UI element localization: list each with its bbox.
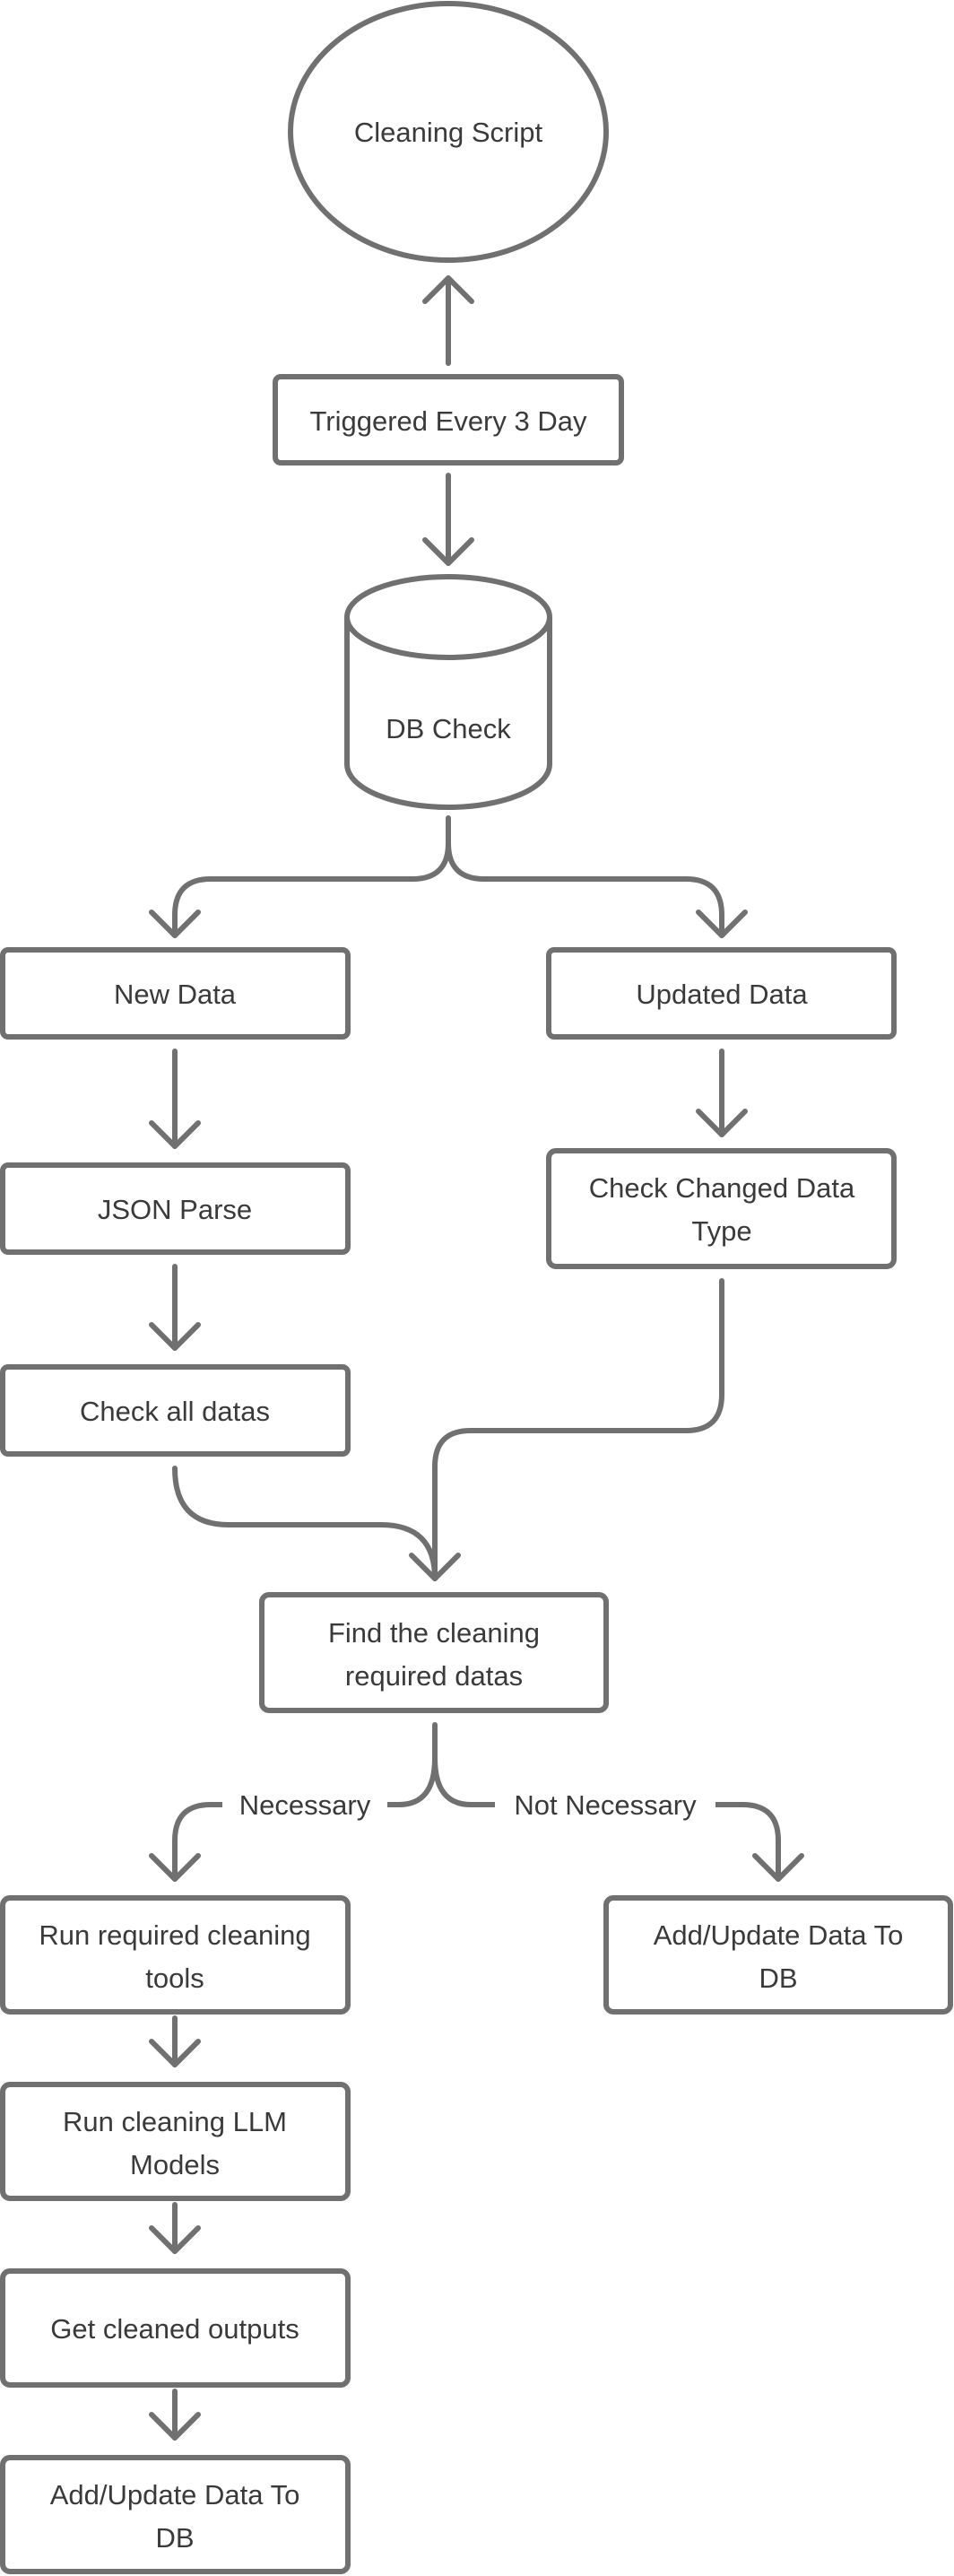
arrow-checkall-to-find: [172, 1466, 461, 1581]
arrow-triggered-to-dbcheck: [422, 473, 474, 566]
node-new-data: New Data: [0, 947, 351, 1040]
node-find-cleaning-line1: Find the cleaning: [328, 1617, 540, 1649]
arrow-tools-to-llm: [149, 2015, 201, 2067]
node-add-update-right: Add/Update Data To DB: [603, 1895, 953, 2015]
arrow-json-to-checkall: [149, 1264, 201, 1351]
connectors: [149, 275, 804, 2441]
edge-label-not-necessary-text: Not Necessary: [514, 1789, 697, 1821]
node-updated-data: Updated Data: [546, 947, 897, 1040]
arrow-newdata-to-json: [149, 1049, 201, 1149]
edge-label-necessary: Necessary: [222, 1785, 387, 1824]
node-updated-data-label: Updated Data: [636, 979, 808, 1010]
node-check-all: Check all datas: [0, 1364, 351, 1457]
node-check-changed: Check Changed Data Type: [546, 1148, 897, 1269]
node-triggered-label: Triggered Every 3 Day: [310, 405, 587, 437]
node-find-cleaning-line2: required datas: [345, 1660, 523, 1692]
arrow-triggered-to-script: [422, 275, 474, 366]
arrow-dbcheck-split: [149, 815, 748, 938]
node-add-update-bottom: Add/Update Data To DB: [0, 2455, 351, 2574]
node-check-changed-line1: Check Changed Data: [589, 1172, 855, 1204]
edge-label-not-necessary: Not Necessary: [495, 1785, 716, 1824]
node-cleaning-script-label: Cleaning Script: [354, 117, 543, 148]
node-find-cleaning: Find the cleaning required datas: [259, 1592, 609, 1713]
node-add-update-bottom-line1: Add/Update Data To: [50, 2479, 300, 2511]
node-check-changed-line2: Type: [691, 1215, 751, 1247]
node-cleaning-script: Cleaning Script: [288, 1, 609, 263]
node-run-llm: Run cleaning LLM Models: [0, 2082, 351, 2201]
node-get-outputs: Get cleaned outputs: [0, 2268, 351, 2388]
arrow-llm-to-outputs: [149, 2202, 201, 2254]
node-add-update-bottom-line2: DB: [155, 2522, 194, 2554]
edge-label-necessary-text: Necessary: [239, 1789, 371, 1821]
node-json-parse-label: JSON Parse: [98, 1194, 252, 1225]
node-run-tools: Run required cleaning tools: [0, 1895, 351, 2015]
node-triggered: Triggered Every 3 Day: [273, 374, 624, 466]
node-db-check-label: DB Check: [386, 713, 511, 744]
node-get-outputs-label: Get cleaned outputs: [50, 2313, 299, 2345]
node-new-data-label: New Data: [114, 979, 237, 1010]
node-add-update-right-line2: DB: [759, 1962, 797, 1994]
node-run-llm-line1: Run cleaning LLM: [63, 2106, 287, 2137]
node-run-tools-line1: Run required cleaning: [39, 1919, 310, 1951]
node-db-check: DB Check: [344, 574, 552, 810]
arrow-updated-to-checkchanged: [696, 1049, 748, 1137]
node-run-llm-line2: Models: [130, 2149, 220, 2180]
node-run-tools-line2: tools: [145, 1962, 204, 1994]
node-add-update-right-line1: Add/Update Data To: [654, 1919, 904, 1951]
arrow-checkchanged-to-find: [432, 1278, 724, 1581]
node-json-parse: JSON Parse: [0, 1162, 351, 1255]
node-check-all-label: Check all datas: [80, 1396, 270, 1427]
arrow-outputs-to-addupdate: [149, 2389, 201, 2441]
